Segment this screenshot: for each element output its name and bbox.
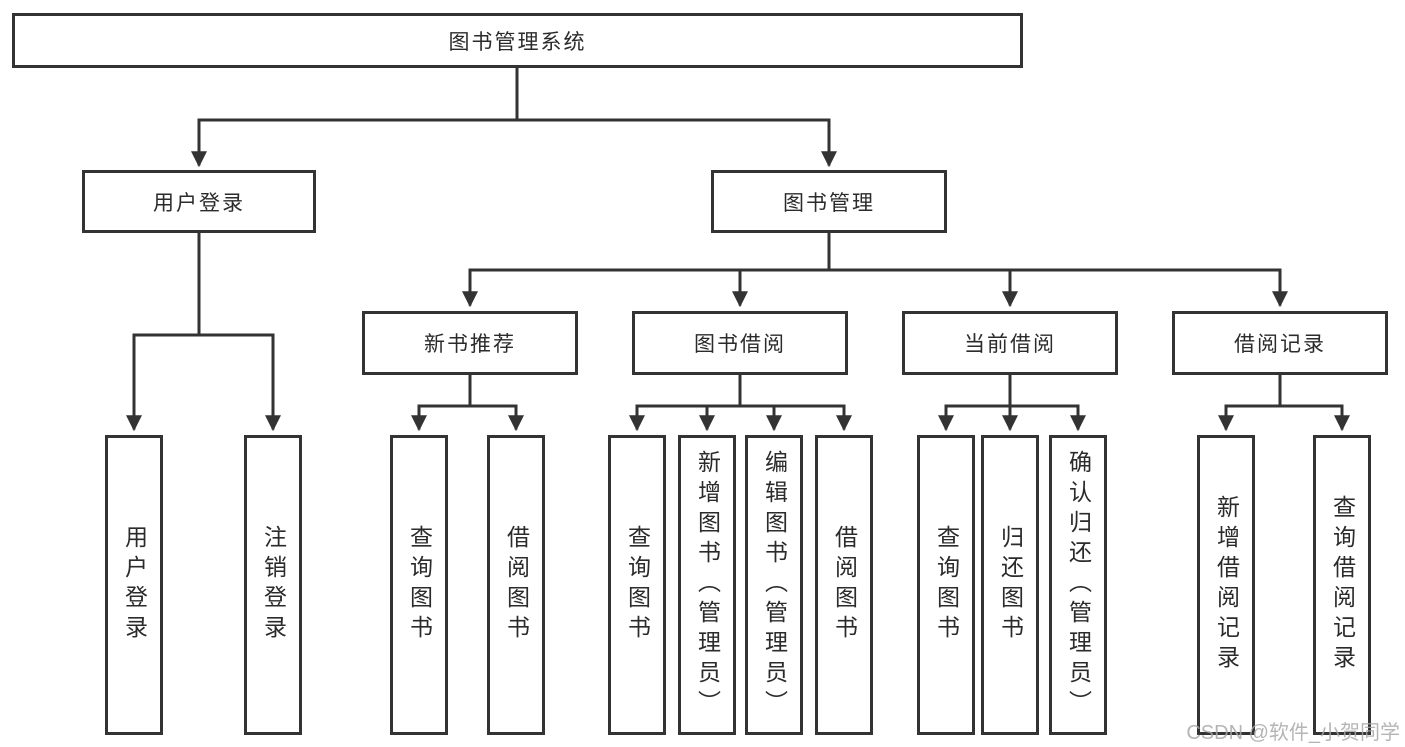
leaf-borrow-books-1: 借阅图书 xyxy=(487,435,545,735)
leaf-query-books-1: 查询图书 xyxy=(390,435,448,735)
leaf-edit-book-admin-label: 编辑图书（管理员） xyxy=(761,450,788,720)
leaf-borrow-books-1-label: 借阅图书 xyxy=(503,525,530,645)
leaf-borrow-books-2-label: 借阅图书 xyxy=(831,525,858,645)
leaf-query-books-3-label: 查询图书 xyxy=(933,525,960,645)
node-user-login-label: 用户登录 xyxy=(153,191,245,215)
leaf-logout-label: 注销登录 xyxy=(260,525,287,645)
leaf-add-borrow-record-label: 新增借阅记录 xyxy=(1213,495,1240,675)
node-root-system: 图书管理系统 xyxy=(12,13,1023,68)
node-book-management-label: 图书管理 xyxy=(783,191,875,215)
leaf-add-borrow-record: 新增借阅记录 xyxy=(1197,435,1255,735)
leaf-query-borrow-record-label: 查询借阅记录 xyxy=(1329,495,1356,675)
leaf-return-books-label: 归还图书 xyxy=(997,525,1024,645)
leaf-confirm-return-admin: 确认归还（管理员） xyxy=(1049,435,1107,735)
node-book-borrow: 图书借阅 xyxy=(632,311,848,375)
node-root-label: 图书管理系统 xyxy=(448,30,587,54)
node-new-book-recommend: 新书推荐 xyxy=(362,311,578,375)
leaf-add-book-admin: 新增图书（管理员） xyxy=(678,435,736,735)
leaf-confirm-return-admin-label: 确认归还（管理员） xyxy=(1065,450,1092,720)
node-borrow-records: 借阅记录 xyxy=(1172,311,1388,375)
leaf-user-login-label: 用户登录 xyxy=(121,525,148,645)
csdn-watermark: CSDN @软件_小贺同学 xyxy=(1186,722,1400,744)
leaf-logout: 注销登录 xyxy=(244,435,302,735)
node-user-login: 用户登录 xyxy=(82,170,316,233)
node-current-borrow-label: 当前借阅 xyxy=(964,333,1056,356)
leaf-query-books-2: 查询图书 xyxy=(608,435,666,735)
leaf-edit-book-admin: 编辑图书（管理员） xyxy=(745,435,803,735)
leaf-user-login: 用户登录 xyxy=(105,435,163,735)
leaf-add-book-admin-label: 新增图书（管理员） xyxy=(694,450,721,720)
node-new-book-recommend-label: 新书推荐 xyxy=(424,333,516,356)
node-current-borrow: 当前借阅 xyxy=(902,311,1118,375)
leaf-query-borrow-record: 查询借阅记录 xyxy=(1313,435,1371,735)
leaf-query-books-3: 查询图书 xyxy=(917,435,975,735)
leaf-borrow-books-2: 借阅图书 xyxy=(815,435,873,735)
leaf-return-books: 归还图书 xyxy=(981,435,1039,735)
leaf-query-books-1-label: 查询图书 xyxy=(406,525,433,645)
node-book-borrow-label: 图书借阅 xyxy=(694,333,786,356)
leaf-query-books-2-label: 查询图书 xyxy=(624,525,651,645)
node-book-management: 图书管理 xyxy=(711,170,947,233)
node-borrow-records-label: 借阅记录 xyxy=(1234,333,1326,356)
